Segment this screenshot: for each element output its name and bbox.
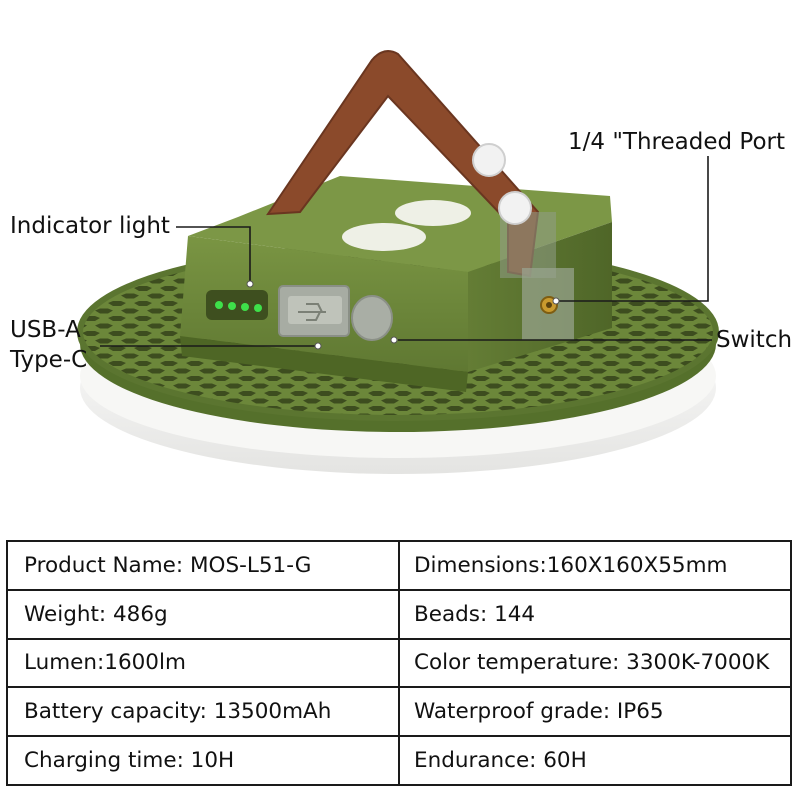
usb-a-label: USB-A [10, 317, 81, 343]
spec-product-name: Product Name: MOS-L51-G [6, 540, 400, 591]
spec-weight: Weight: 486g [6, 588, 400, 640]
type-c-label: Type-C [10, 347, 88, 373]
top-button-left [342, 223, 426, 251]
spec-waterproof-grade: Waterproof grade: IP65 [398, 686, 792, 738]
indicator-light-label: Indicator light [10, 213, 170, 239]
threaded-port [522, 268, 574, 340]
table-row: Weight: 486g Beads: 144 [6, 588, 792, 640]
table-row: Product Name: MOS-L51-G Dimensions:160X1… [6, 540, 792, 591]
spec-beads: Beads: 144 [398, 588, 792, 640]
strap-rivet-bottom [498, 191, 532, 225]
usb-port [278, 285, 350, 337]
spec-battery-capacity: Battery capacity: 13500mAh [6, 686, 400, 738]
leather-strap [266, 50, 556, 278]
spec-color-temperature: Color temperature: 3300K-7000K [398, 637, 792, 689]
spec-table: Product Name: MOS-L51-G Dimensions:160X1… [6, 540, 792, 786]
top-button-right [395, 200, 471, 226]
spec-endurance: Endurance: 60H [398, 735, 792, 786]
strap-rivet-top [472, 143, 506, 177]
power-switch [351, 295, 393, 341]
indicator-leds [206, 290, 268, 320]
product-illustration [77, 50, 719, 474]
spec-charging-time: Charging time: 10H [6, 735, 400, 786]
table-row: Battery capacity: 13500mAh Waterproof gr… [6, 686, 792, 738]
spec-lumen: Lumen:1600lm [6, 637, 400, 689]
threaded-port-label: 1/4 "Threaded Port [568, 129, 785, 155]
callout-lines [100, 156, 712, 347]
table-row: Lumen:1600lm Color temperature: 3300K-70… [6, 637, 792, 689]
switch-label: Switch [716, 327, 793, 353]
table-row: Charging time: 10H Endurance: 60H [6, 735, 792, 786]
spec-dimensions: Dimensions:160X160X55mm [398, 540, 792, 591]
callout-dots [246, 280, 560, 350]
